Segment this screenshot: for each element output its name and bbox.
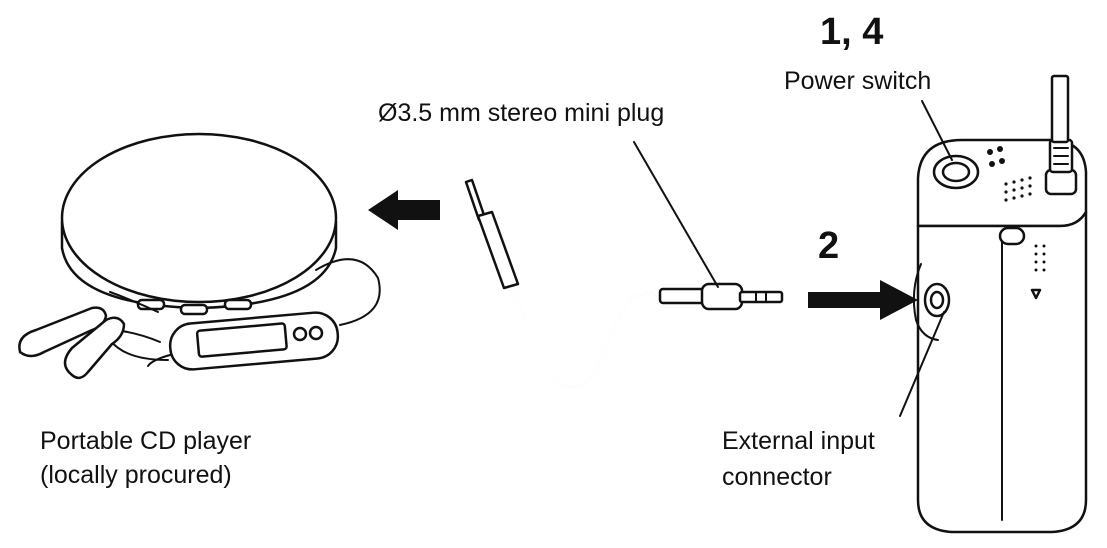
indicator-window [998,226,1026,246]
plug-body [700,282,744,311]
remote-display [195,322,288,358]
step-number-power: 1, 4 [820,11,884,53]
speaker-grille [1004,176,1032,202]
power-switch-leader-line [921,100,953,161]
cd-player-label-line2: (locally procured) [40,461,232,489]
cd-player-label-line1: Portable CD player [40,427,252,455]
input-leader-line [899,311,945,417]
portable-cd-player [60,132,338,316]
plug-body [476,210,520,290]
input-connector-label-line1: External input [722,427,875,455]
external-input-connector [912,263,951,341]
antenna-cable [1050,74,1070,144]
plug-label: Ø3.5 mm stereo mini plug [378,99,665,127]
remote-button [292,326,308,342]
remote-button [308,325,324,341]
side-grille [1034,244,1046,272]
receiver-unit [912,74,1088,534]
power-switch-label: Power switch [784,67,932,95]
remote-control [147,311,340,371]
arrow-left-icon [368,190,440,230]
earphones [18,306,126,380]
arrow-right-icon [808,280,918,320]
plug-pin [738,290,784,304]
cd-button [179,303,209,316]
plug-body [658,287,706,305]
cd-button [223,298,253,311]
antenna-base [1044,168,1078,196]
stereo-mini-plug-cable [464,178,784,390]
step-number-connect: 2 [818,225,840,267]
input-connector-label-line2: connector [722,463,832,491]
plug-leader-line [633,141,719,288]
